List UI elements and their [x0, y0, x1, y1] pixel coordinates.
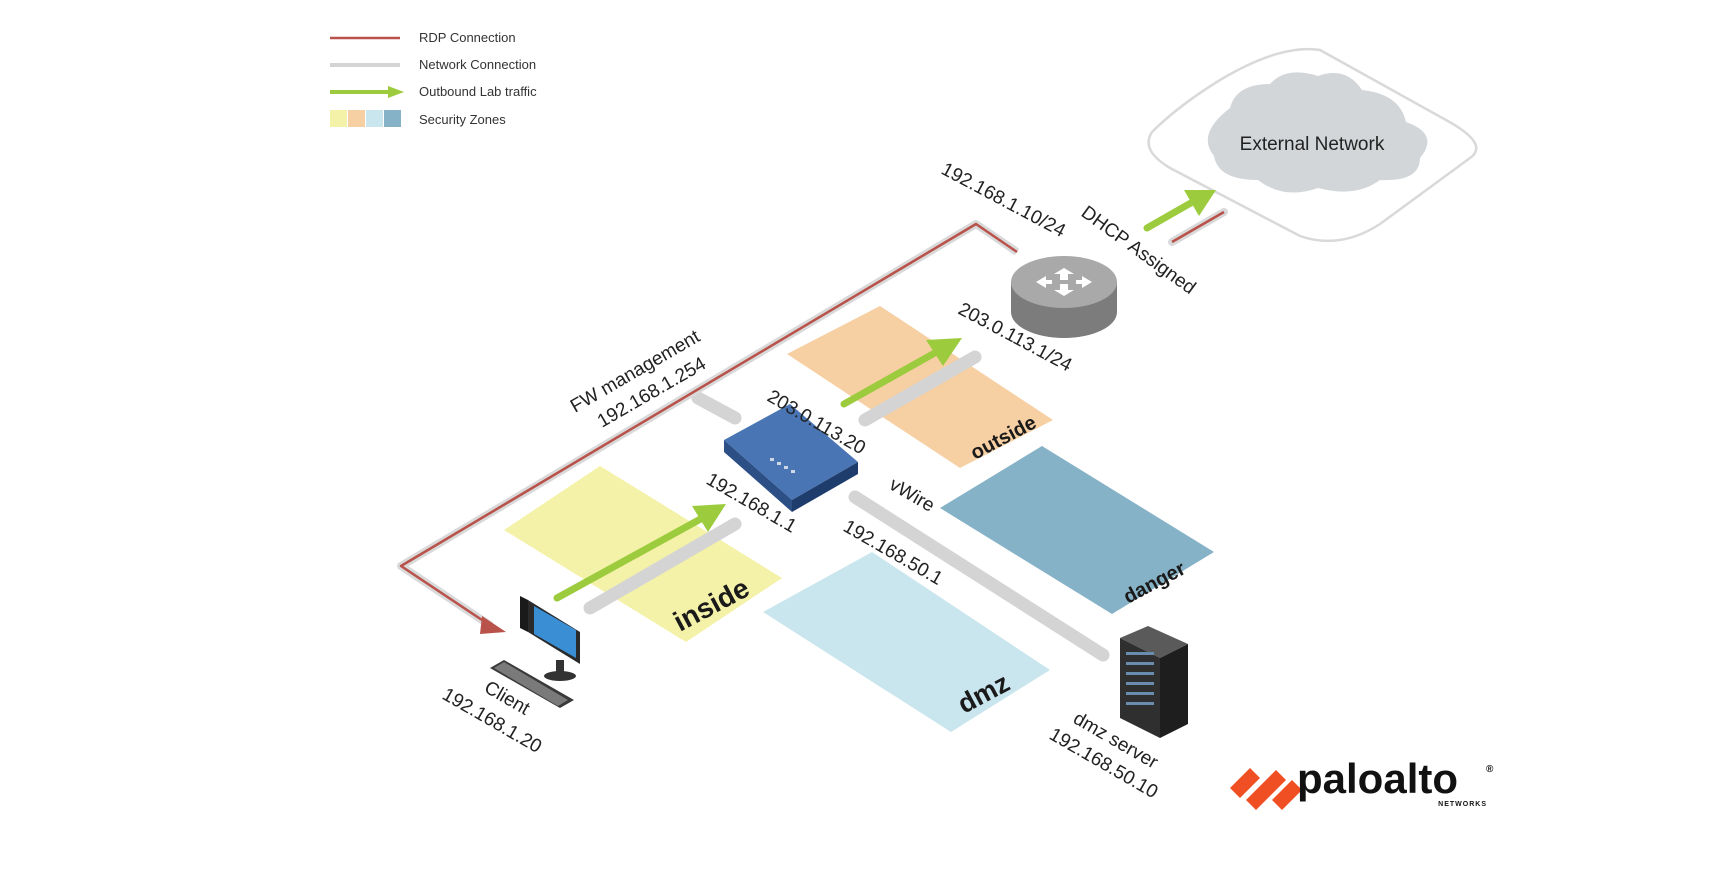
network-connections [583, 350, 1110, 662]
vwire-label: vWire [886, 474, 939, 516]
paloalto-registered-mark: ® [1486, 764, 1494, 775]
legend-outbound-swatch [330, 86, 404, 98]
legend: RDP Connection Network Connection Outbou… [330, 30, 537, 127]
outbound-arrow-inside [553, 504, 726, 602]
fw-outside-network-link [858, 350, 982, 427]
rdp-connection [397, 220, 1020, 634]
zone-danger [940, 446, 1214, 614]
router-mgmt-ip-label: 192.168.1.10/24 [938, 159, 1070, 242]
legend-zones-swatch [330, 110, 401, 127]
outbound-arrow-outside [840, 338, 962, 408]
fw-inside-network-link [583, 517, 742, 615]
zone-dmz [763, 552, 1050, 732]
paloalto-wordmark: paloalto [1297, 755, 1458, 802]
outbound-arrow-external [1143, 190, 1216, 232]
external-network-cloud: External Network [1147, 47, 1478, 243]
router-icon [1011, 256, 1117, 338]
legend-network-label: Network Connection [419, 57, 536, 72]
rdp-connection-external [1168, 208, 1228, 246]
client-computer-icon [490, 596, 580, 708]
firewall-icon [724, 404, 858, 512]
dmz-server-icon [1120, 626, 1188, 738]
fw-dmz-network-link [848, 490, 1110, 662]
legend-zones-label: Security Zones [419, 112, 506, 127]
paloalto-networks-subtext: NETWORKS [1438, 801, 1487, 808]
legend-outbound-label: Outbound Lab traffic [419, 84, 537, 99]
paloalto-logo-mark [1230, 768, 1302, 810]
fw-mgmt-network-link [691, 391, 742, 425]
paloalto-logo: paloalto ® NETWORKS [1230, 755, 1494, 810]
external-network-label: External Network [1240, 134, 1385, 155]
legend-rdp-label: RDP Connection [419, 30, 516, 45]
